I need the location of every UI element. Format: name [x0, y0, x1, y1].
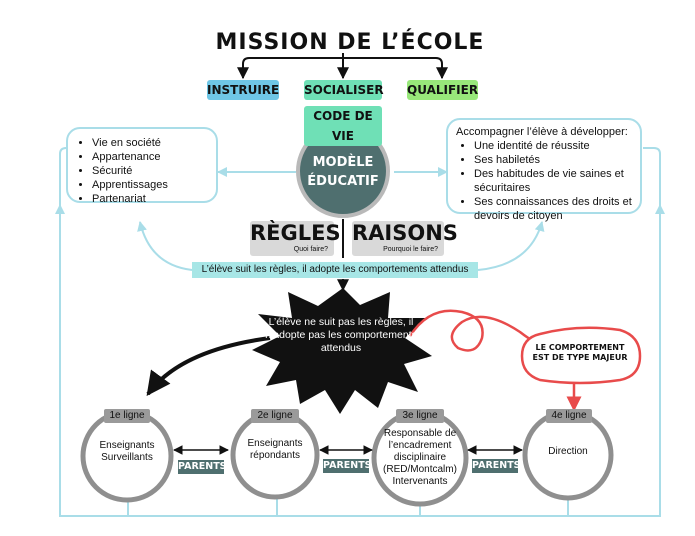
right-panel: Accompagner l’élève à développer: Une id…	[446, 118, 642, 222]
right-panel-item: Des habitudes de vie saines et sécuritai…	[474, 167, 632, 195]
line-circles	[80, 409, 614, 507]
tag-instruire: INSTRUIRE	[207, 80, 279, 100]
regles-sub: Quoi faire?	[293, 246, 328, 253]
right-panel-item: Ses habiletés	[474, 153, 632, 167]
outer-frame	[55, 147, 665, 517]
right-panel-heading: Accompagner l’élève à développer:	[456, 126, 628, 138]
tag-socialiser: SOCIALISER	[304, 80, 384, 100]
tag-qualifier: QUALIFIER	[407, 80, 478, 100]
line-tag-4: 4e ligne	[546, 409, 592, 423]
burst-arrow	[146, 336, 271, 396]
raisons-box: RAISONS Pourquoi le faire?	[352, 221, 458, 256]
left-panel-item: Appartenance	[92, 150, 210, 164]
tag-code-de-vie: CODE DE VIE	[304, 106, 382, 146]
mission-connectors	[237, 53, 448, 80]
left-panel-item: Sécurité	[92, 164, 210, 178]
line-tag-1: 1e ligne	[104, 409, 150, 423]
line-3-text: Responsable de l’encadrement disciplinai…	[383, 428, 457, 487]
line-1-text: Enseignants Surveillants	[99, 440, 155, 463]
model-label: MODÈLE ÉDUCATIF	[288, 153, 398, 191]
parents-tag-3: PARENTS	[472, 459, 521, 473]
warning-text: LE COMPORTEMENT EST DE TYPE MAJEUR	[532, 343, 628, 362]
page-title: MISSION DE L’ÉCOLE	[215, 30, 485, 55]
model-line-1: MODÈLE	[312, 155, 374, 170]
line-4-text: Direction	[548, 446, 588, 457]
burst-text: L’élève ne suit pas les règles, il n’ado…	[265, 316, 417, 354]
warning-bubble	[520, 326, 642, 385]
right-panel-list: Une identité de réussite Ses habiletés D…	[456, 139, 632, 223]
parents-tag-2: PARENTS	[323, 459, 372, 473]
burst-shape	[252, 288, 432, 414]
line-tag-3: 3e ligne	[396, 409, 444, 423]
left-panel: Vie en société Appartenance Sécurité App…	[66, 127, 218, 206]
model-line-2: ÉDUCATIF	[307, 174, 379, 189]
raisons-sub: Pourquoi le faire?	[383, 246, 438, 253]
left-panel-item: Apprentissages	[92, 178, 210, 192]
left-panel-item: Partenariat	[92, 192, 210, 206]
red-loop-arrow	[408, 309, 550, 354]
regles-box: RÈGLES Quoi faire?	[250, 221, 341, 256]
regles-title: RÈGLES	[250, 221, 341, 245]
line-2-text: Enseignants répondants	[247, 438, 303, 461]
left-panel-item: Vie en société	[92, 136, 210, 150]
right-panel-item: Ses connaissances des droits et devoirs …	[474, 195, 632, 223]
raisons-title: RAISONS	[352, 221, 458, 245]
parents-tag-1: PARENTS	[178, 460, 227, 474]
left-panel-list: Vie en société Appartenance Sécurité App…	[74, 136, 210, 206]
right-panel-item: Une identité de réussite	[474, 139, 632, 153]
line-tag-2: 2e ligne	[251, 409, 299, 423]
follows-rules-banner: L’élève suit les règles, il adopte les c…	[192, 262, 478, 278]
